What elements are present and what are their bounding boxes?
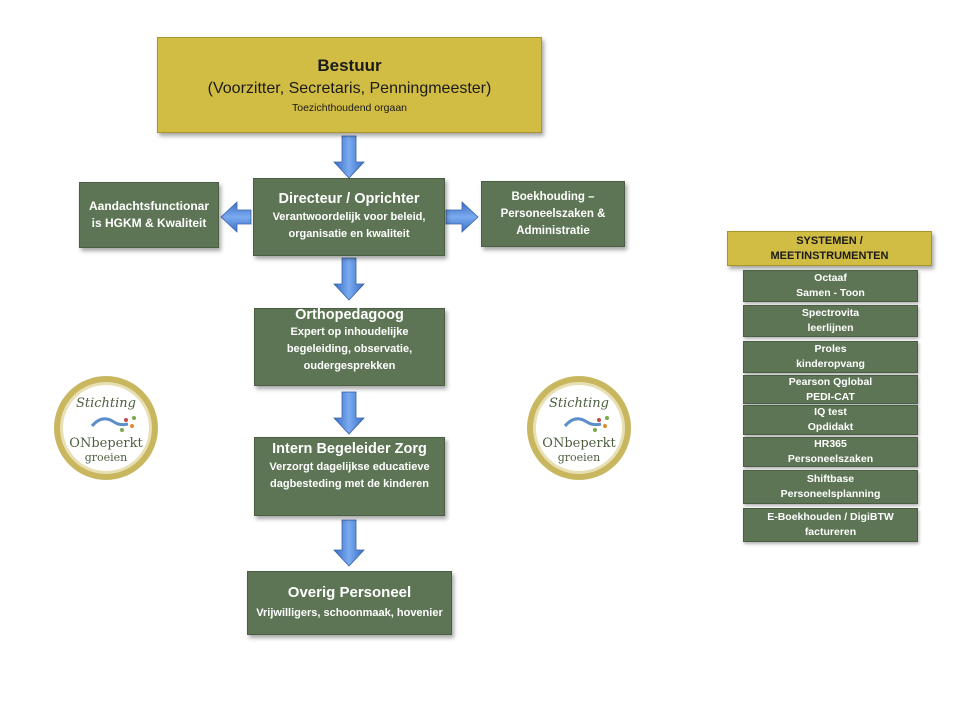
ortho-title: Orthopedagoog: [295, 307, 404, 323]
left-box-line1: Aandachtsfunctionar: [88, 199, 209, 213]
ib-desc-1: Verzorgt dagelijkse educatieve: [269, 461, 430, 473]
system-name: Shiftbase: [806, 473, 855, 485]
system-item: Octaaf Samen - Toon: [743, 270, 918, 302]
logo-right-line3: groeien: [558, 451, 601, 464]
system-name: E-Boekhouden / DigiBTW: [767, 511, 894, 523]
ib-box: Intern Begeleider Zorg Verzorgt dagelijk…: [254, 437, 445, 516]
system-name: Proles: [814, 343, 847, 355]
logo-emblem-icon: Stichting ONbeperkt groeien: [54, 376, 158, 480]
system-desc: Personeelsplanning: [780, 488, 881, 500]
logo-left-line2: ONbeperkt: [69, 436, 143, 451]
system-name: HR365: [814, 438, 847, 450]
ib-desc-2: dagbesteding met de kinderen: [270, 478, 429, 490]
overig-desc: Vrijwilligers, schoonmaak, hovenier: [256, 607, 443, 619]
arrow-board-to-director: [333, 135, 365, 179]
system-item: IQ test Opdidakt: [743, 405, 918, 435]
board-role: Toezichthoudend orgaan: [291, 102, 407, 114]
right-box-line1: Boekhouding –: [511, 190, 595, 203]
director-title: Directeur / Oprichter: [278, 191, 420, 207]
right-box-line2: Personeelszaken &: [500, 207, 606, 220]
right-box: Boekhouding – Personeelszaken & Administ…: [481, 181, 625, 247]
ortho-box: Orthopedagoog Expert op inhoudelijke beg…: [254, 307, 445, 386]
overig-box: Overig Personeel Vrijwilligers, schoonma…: [247, 571, 452, 635]
system-item: Proles kinderopvang: [743, 341, 918, 373]
system-item: Shiftbase Personeelsplanning: [743, 470, 918, 504]
arrow-ortho-to-ib: [333, 391, 365, 435]
arrow-director-to-ortho: [333, 257, 365, 301]
system-item: E-Boekhouden / DigiBTW factureren: [743, 508, 918, 542]
board-box: Bestuur (Voorzitter, Secretaris, Penning…: [157, 37, 542, 133]
arrow-ib-to-overig: [333, 519, 365, 567]
system-name: Pearson Qglobal: [788, 375, 873, 388]
system-name: IQ test: [814, 406, 847, 418]
system-desc: kinderopvang: [796, 358, 865, 370]
director-desc: Verantwoordelijk voor beleid, organisati…: [272, 211, 426, 240]
logo-right-line2: ONbeperkt: [542, 436, 616, 451]
system-desc: Samen - Toon: [796, 287, 865, 299]
left-box: Aandachtsfunctionar is HGKM & Kwaliteit: [79, 182, 219, 248]
logo-left-line3: groeien: [85, 451, 128, 464]
system-item: HR365 Personeelszaken: [743, 437, 918, 467]
ortho-desc-1: Expert op inhoudelijke: [290, 326, 409, 338]
system-name: Spectrovita: [801, 307, 860, 319]
system-item: Pearson Qglobal PEDI-CAT: [743, 375, 918, 404]
logo-left: Stichting ONbeperkt groeien: [52, 374, 160, 482]
logo-left-line1: Stichting: [76, 396, 136, 411]
systems-title-2: MEETINSTRUMENTEN: [770, 249, 889, 262]
board-title: Bestuur: [317, 56, 382, 75]
arrow-director-to-left: [220, 201, 252, 233]
system-desc: Personeelszaken: [787, 453, 874, 465]
system-name: Octaaf: [814, 272, 847, 284]
system-desc: factureren: [804, 526, 857, 538]
systems-header: SYSTEMEN / MEETINSTRUMENTEN: [727, 231, 932, 266]
ib-title: Intern Begeleider Zorg: [272, 441, 427, 457]
logo-right-line1: Stichting: [549, 396, 609, 411]
ortho-desc-2: begeleiding, observatie,: [286, 343, 413, 355]
system-desc: leerlijnen: [807, 322, 854, 334]
logo-emblem-icon: Stichting ONbeperkt groeien: [527, 376, 631, 480]
board-members: (Voorzitter, Secretaris, Penningmeester): [207, 80, 492, 97]
system-desc: Opdidakt: [807, 421, 854, 433]
arrow-director-to-right: [445, 201, 479, 233]
ortho-desc-3: oudergesprekken: [303, 360, 396, 372]
left-box-line2: is HGKM & Kwaliteit: [91, 216, 207, 230]
logo-right: Stichting ONbeperkt groeien: [525, 374, 633, 482]
system-desc: PEDI-CAT: [806, 390, 855, 403]
system-item: Spectrovita leerlijnen: [743, 305, 918, 337]
director-box: Directeur / Oprichter Verantwoordelijk v…: [253, 178, 445, 256]
overig-title: Overig Personeel: [287, 584, 412, 601]
systems-title-1: SYSTEMEN /: [796, 234, 863, 247]
right-box-line3: Administratie: [516, 224, 590, 237]
